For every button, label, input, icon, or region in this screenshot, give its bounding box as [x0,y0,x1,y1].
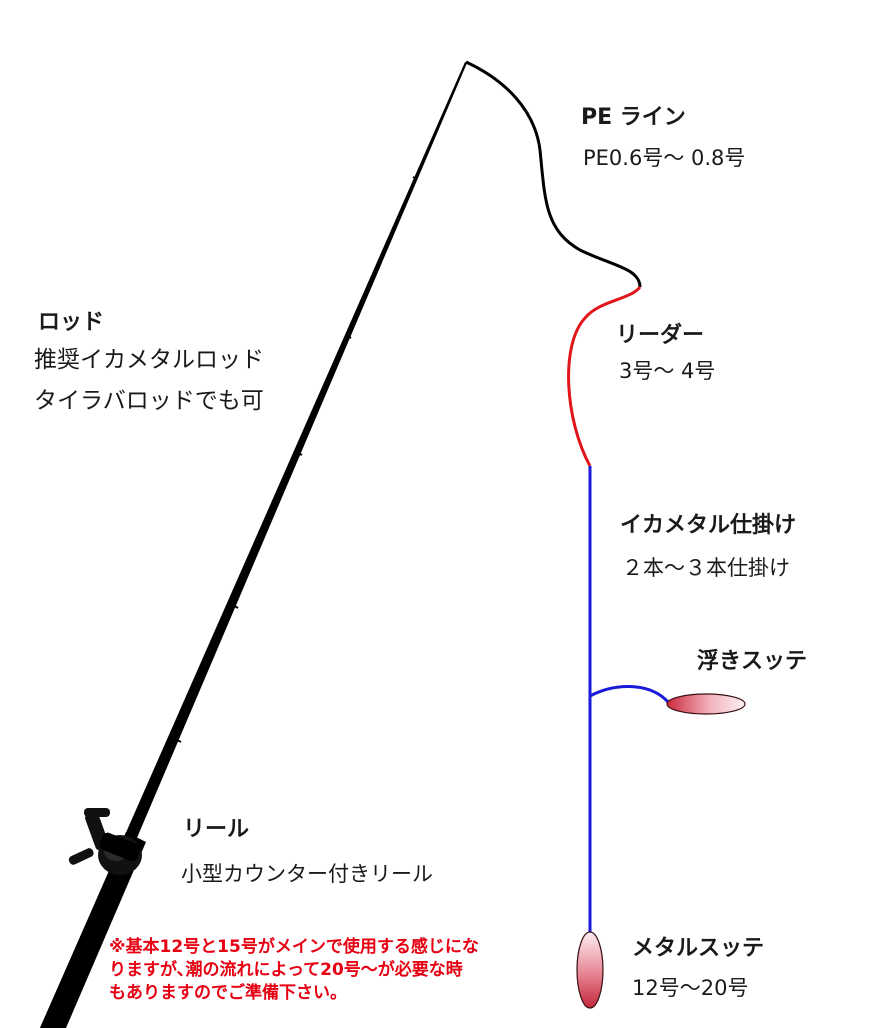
baitcasting-reel-icon [68,808,142,875]
weight-note-line-1: ※基本12号と15号がメインで使用する感じにな [109,937,479,957]
weight-note: ※基本12号と15号がメインで使用する感じにな りますが､潮の流れによって20号… [109,936,479,1005]
rod-grip [40,832,146,1028]
metal-sutte-icon [576,931,604,1009]
reel-title: リール [183,817,250,842]
rod-guides [172,176,418,743]
rod-alternative: タイラバロッドでも可 [34,388,264,414]
leader-title: リーダー [616,323,705,348]
weight-note-line-3: もありますのでご準備下さい。 [109,982,347,1003]
fishing-rod-icon [40,62,467,1028]
leader-line [567,285,642,467]
rig-spec: ２本〜３本仕掛け [622,556,790,580]
float-sutte-title: 浮きスッテ [697,649,808,674]
leader-spec: 3号〜 4号 [619,359,716,383]
reel-spec: 小型カウンター付きリール [181,862,433,886]
metal-sutte-title: メタルスッテ [632,936,765,961]
rod-title: ロッド [38,310,105,335]
pe-line-title: PE ライン [581,105,686,130]
rig-branch-line [589,685,670,704]
rod-blank [40,62,467,1028]
float-sutte-icon [666,693,746,715]
pe-line [465,60,642,288]
metal-sutte-spec: 12号〜20号 [632,976,749,1000]
rod-recommendation: 推奨イカメタルロッド [34,347,264,373]
weight-note-line-2: りますが､潮の流れによって20号〜が必要な時 [109,959,463,980]
pe-line-spec: PE0.6号〜 0.8号 [583,146,746,170]
rig-title: イカメタル仕掛け [620,513,797,538]
